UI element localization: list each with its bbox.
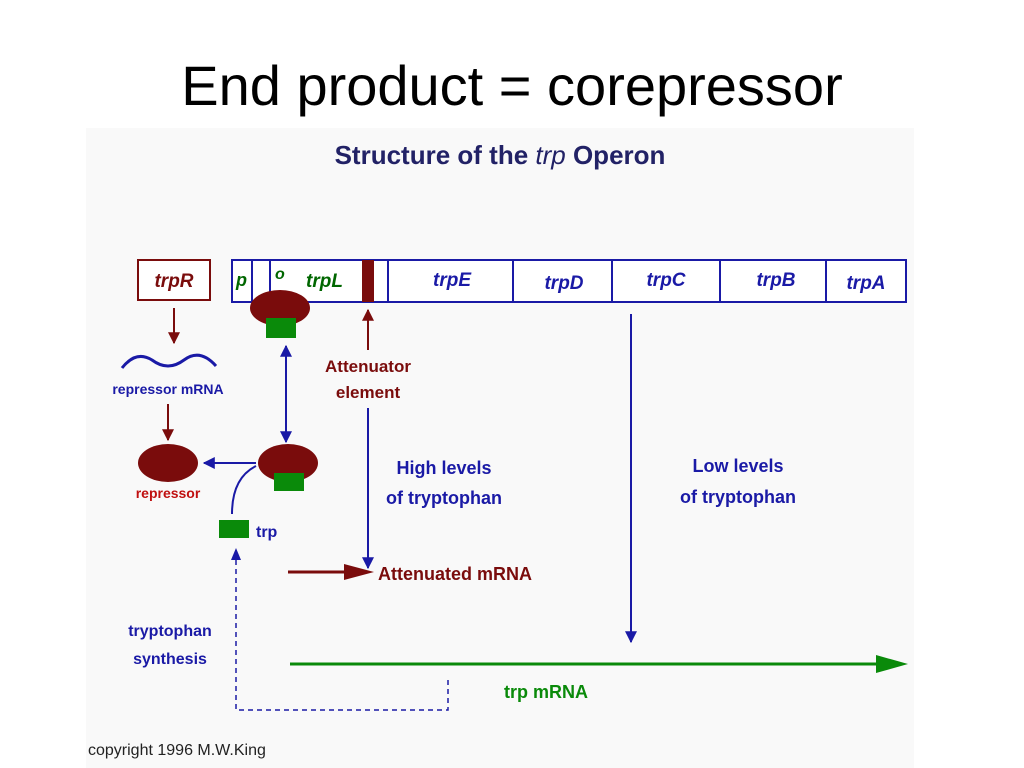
high-levels-line1: High levels — [396, 458, 491, 478]
high-levels-line2: of tryptophan — [386, 488, 502, 508]
gene-o: o — [275, 266, 285, 283]
low-levels-line2: of tryptophan — [680, 487, 796, 507]
svg-text:trpR: trpR — [154, 271, 193, 292]
feedback-arrowhead — [231, 548, 241, 560]
gene-p: p — [235, 270, 247, 290]
operon-genes: p o trpL trpE trpD trpC trpB trpA — [231, 259, 907, 303]
copyright-text: copyright 1996 M.W.King — [88, 742, 266, 759]
attenuated-mrna-label: Attenuated mRNA — [378, 564, 532, 584]
trp-mrna-arrowhead — [876, 655, 908, 673]
trp-mrna-label: trp mRNA — [504, 682, 588, 702]
gene-trpC: trpC — [646, 270, 685, 291]
gene-trpA: trpA — [846, 273, 885, 294]
repressor-mrna-wave — [120, 353, 218, 369]
trp-molecule — [219, 520, 249, 538]
gene-trpD: trpD — [544, 273, 583, 294]
attenuator-label-line2: element — [336, 383, 401, 402]
gene-trpB: trpB — [756, 270, 795, 291]
trp-operon-diagram: Structure of the trp Operon trpR p o trp… — [112, 140, 908, 711]
gene-trpE: trpE — [433, 270, 472, 291]
bound-repressor — [250, 290, 310, 338]
trp-binding-curve — [231, 465, 257, 515]
attenuator-label-line1: Attenuator — [325, 357, 411, 376]
trp-label: trp — [256, 524, 278, 541]
attenuated-mrna-arrowhead — [344, 564, 374, 580]
gene-trpR: trpR — [137, 259, 211, 301]
slide-title: End product = corepressor — [181, 54, 843, 117]
operon-figure: Structure of the trp Operon trpR p o trp… — [86, 128, 914, 768]
feedback-dashed-loop — [235, 554, 449, 711]
repressor-trp-complex — [258, 444, 318, 491]
free-repressor — [138, 444, 198, 482]
attenuator-block — [362, 260, 374, 302]
repressor-label: repressor — [136, 485, 201, 501]
synthesis-line2: synthesis — [133, 651, 207, 668]
gene-trpL: trpL — [306, 271, 343, 292]
low-levels-line1: Low levels — [692, 456, 783, 476]
repressor-mrna-label: repressor mRNA — [112, 381, 223, 397]
diagram-title: Structure of the trp Operon — [335, 140, 666, 170]
synthesis-line1: tryptophan — [128, 623, 212, 640]
